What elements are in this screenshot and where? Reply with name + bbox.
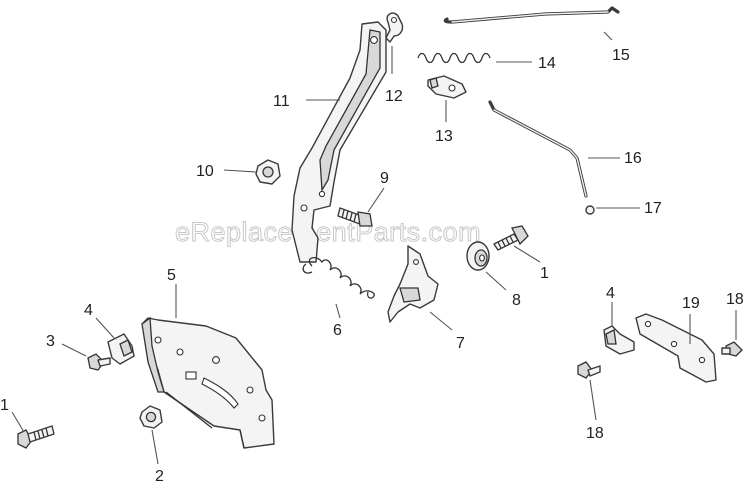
part-8-washer[interactable] xyxy=(466,241,490,271)
callout-16: 16 xyxy=(624,150,642,167)
callout-7: 7 xyxy=(456,335,465,352)
part-2-nut[interactable] xyxy=(139,405,163,429)
callout-labels: 11 12 14 13 15 16 17 10 9 1 8 7 6 5 4 3 … xyxy=(0,47,744,485)
leader-lines xyxy=(11,31,737,465)
callout-3: 3 xyxy=(46,333,55,350)
callout-17: 17 xyxy=(644,200,662,217)
part-18-screw-right[interactable] xyxy=(721,341,743,357)
part-13-bracket[interactable] xyxy=(427,75,467,99)
part-11-lever[interactable] xyxy=(291,21,387,263)
callout-18-right: 18 xyxy=(726,291,744,308)
part-14-spring[interactable] xyxy=(417,52,491,64)
callout-4-left: 4 xyxy=(84,302,93,319)
callout-10: 10 xyxy=(196,163,214,180)
callout-5: 5 xyxy=(167,267,176,284)
watermark: eReplacementParts.com xyxy=(175,217,481,247)
part-7-arm[interactable] xyxy=(387,245,439,323)
part-3-screw[interactable] xyxy=(87,353,111,371)
part-17-bushing[interactable] xyxy=(585,205,595,215)
part-1-bolt-lower[interactable] xyxy=(17,425,55,449)
part-4-clip-right[interactable] xyxy=(603,325,635,355)
callout-8: 8 xyxy=(512,292,521,309)
callout-6: 6 xyxy=(333,322,342,339)
callout-11: 11 xyxy=(273,93,290,110)
callout-12: 12 xyxy=(385,88,403,105)
part-9-bolt[interactable] xyxy=(337,207,373,227)
part-19-bracket[interactable] xyxy=(635,313,717,383)
callout-1-upper: 1 xyxy=(540,265,549,282)
callout-9: 9 xyxy=(380,170,389,187)
part-6-spring[interactable] xyxy=(302,256,375,299)
callout-14: 14 xyxy=(538,55,556,72)
part-12-clip[interactable] xyxy=(385,12,404,43)
part-1-screw-upper[interactable] xyxy=(493,225,529,251)
part-5-plate[interactable] xyxy=(141,316,275,449)
part-15-rod[interactable] xyxy=(443,6,620,24)
callout-4-right: 4 xyxy=(606,285,615,302)
callout-15: 15 xyxy=(612,47,630,64)
callout-18-lower: 18 xyxy=(586,425,604,442)
callout-2: 2 xyxy=(155,468,164,485)
part-10-nut[interactable] xyxy=(255,159,281,185)
part-4-clip-left[interactable] xyxy=(107,333,135,365)
callout-13: 13 xyxy=(435,128,453,145)
part-16-rod[interactable] xyxy=(488,100,588,198)
callout-1-lower: 1 xyxy=(0,397,9,414)
part-18-screw-lower[interactable] xyxy=(577,361,601,379)
callout-19: 19 xyxy=(682,295,700,312)
